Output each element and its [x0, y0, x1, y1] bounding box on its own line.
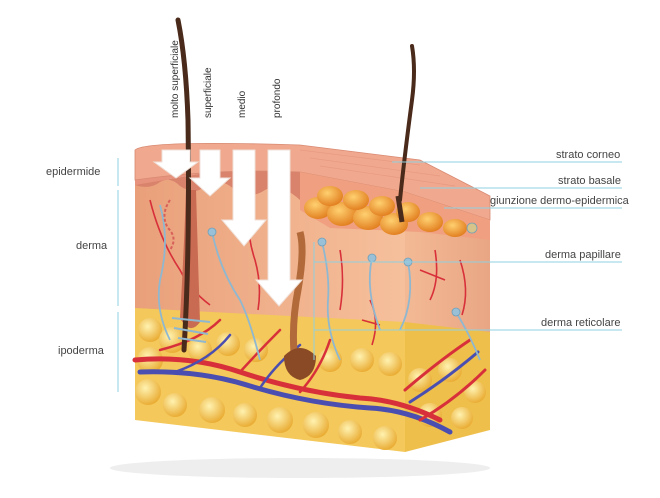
label-molto-superficiale: molto superficiale [170, 40, 181, 118]
block-shadow [110, 458, 490, 478]
label-derma-reticolare: derma reticolare [541, 317, 620, 329]
label-derma: derma [76, 240, 107, 252]
label-superficiale: superficiale [203, 67, 214, 118]
label-medio: medio [237, 91, 248, 118]
label-derma-papillare: derma papillare [545, 249, 621, 261]
label-strato-basale: strato basale [558, 175, 621, 187]
label-epidermide: epidermide [46, 166, 100, 178]
label-strato-corneo: strato corneo [556, 149, 620, 161]
label-ipoderma: ipoderma [58, 345, 104, 357]
label-giunzione-dermo-epidermica: giunzione dermo-epidermica [490, 195, 629, 207]
label-profondo: profondo [272, 79, 283, 118]
